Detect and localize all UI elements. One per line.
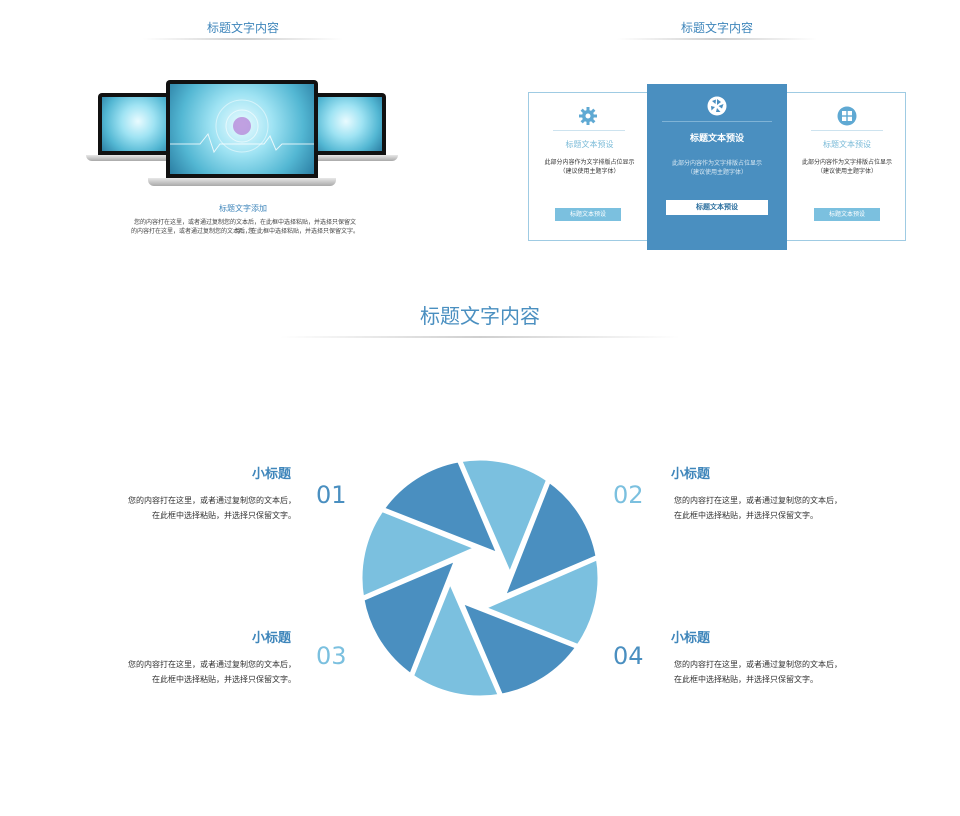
left-caption-line2: 的内容打在这里，或者通过复制您的文本后，在此框中选择粘贴，并选择只保留文字。	[130, 228, 359, 235]
item-1-number: 01	[316, 481, 347, 509]
card-3-button[interactable]: 标题文本预设	[814, 208, 880, 221]
item-1-subtitle: 小标题	[251, 467, 291, 482]
card-3: 标题文本预设 此部分内容作为文字排版占位显示 （建议使用主题字体） 标题文本预设	[786, 92, 906, 241]
card-2-line1: 此部分内容作为文字排版占位显示	[671, 160, 762, 167]
item-3-subtitle: 小标题	[251, 631, 291, 646]
card-1: 标题文本预设 此部分内容作为文字排版占位显示 （建议使用主题字体） 标题文本预设	[528, 92, 649, 241]
card-2-title: 标题文本预设	[689, 134, 744, 144]
card-2-button[interactable]: 标题文本预设	[666, 200, 768, 215]
right-title-underline	[617, 38, 817, 40]
main-title-underline	[280, 336, 680, 338]
left-caption-title: 标题文字添加	[219, 204, 267, 213]
card-2-active: 标题文本预设 此部分内容作为文字排版占位显示 （建议使用主题字体） 标题文本预设	[647, 84, 787, 250]
item-2-number: 02	[613, 481, 644, 509]
laptop-center	[166, 80, 318, 178]
aperture-diagram	[357, 455, 603, 701]
left-panel-title: 标题文字内容	[206, 21, 279, 35]
laptop-left	[98, 93, 178, 155]
left-caption-line1: 您的内容打在这里，或者通过复制您的文本后，在此框中选择粘贴，并选择只保留文字。您	[133, 219, 356, 235]
card-3-line2: （建议使用主题字体）	[816, 168, 877, 175]
card-2-line2: （建议使用主题字体）	[686, 169, 747, 176]
aperture-blade-8	[379, 457, 503, 559]
laptops-image	[84, 80, 404, 195]
left-title-underline	[143, 38, 343, 40]
item-3-line2: 在此框中选择粘贴，并选择只保留文字。	[152, 675, 296, 684]
card-1-line1: 此部分内容作为文字排版占位显示	[544, 159, 635, 166]
item-1-line2: 在此框中选择粘贴，并选择只保留文字。	[152, 511, 296, 520]
aperture-icon	[707, 96, 727, 116]
gear-icon	[579, 107, 597, 125]
item-3-line1: 您的内容打在这里，或者通过复制您的文本后，	[128, 660, 296, 669]
card-3-line1: 此部分内容作为文字排版占位显示	[801, 159, 892, 166]
main-title: 标题文字内容	[420, 304, 540, 328]
item-3-number: 03	[316, 642, 347, 670]
laptop-right	[306, 93, 386, 155]
card-3-title: 标题文本预设	[823, 140, 871, 149]
card-1-title: 标题文本预设	[565, 140, 614, 149]
item-4-line1: 您的内容打在这里，或者通过复制您的文本后，	[674, 660, 842, 669]
card-1-button[interactable]: 标题文本预设	[555, 208, 621, 221]
item-2-line2: 在此框中选择粘贴，并选择只保留文字。	[674, 511, 818, 520]
item-4-number: 04	[613, 642, 644, 670]
item-2-line1: 您的内容打在这里，或者通过复制您的文本后，	[674, 496, 842, 505]
right-panel-title: 标题文字内容	[680, 21, 753, 35]
windows-icon	[837, 106, 857, 126]
item-2-subtitle: 小标题	[671, 467, 711, 482]
card-1-line2: （建议使用主题字体）	[559, 168, 620, 175]
item-4-subtitle: 小标题	[671, 631, 711, 646]
item-1-line1: 您的内容打在这里，或者通过复制您的文本后，	[128, 496, 296, 505]
item-4-line2: 在此框中选择粘贴，并选择只保留文字。	[674, 675, 818, 684]
